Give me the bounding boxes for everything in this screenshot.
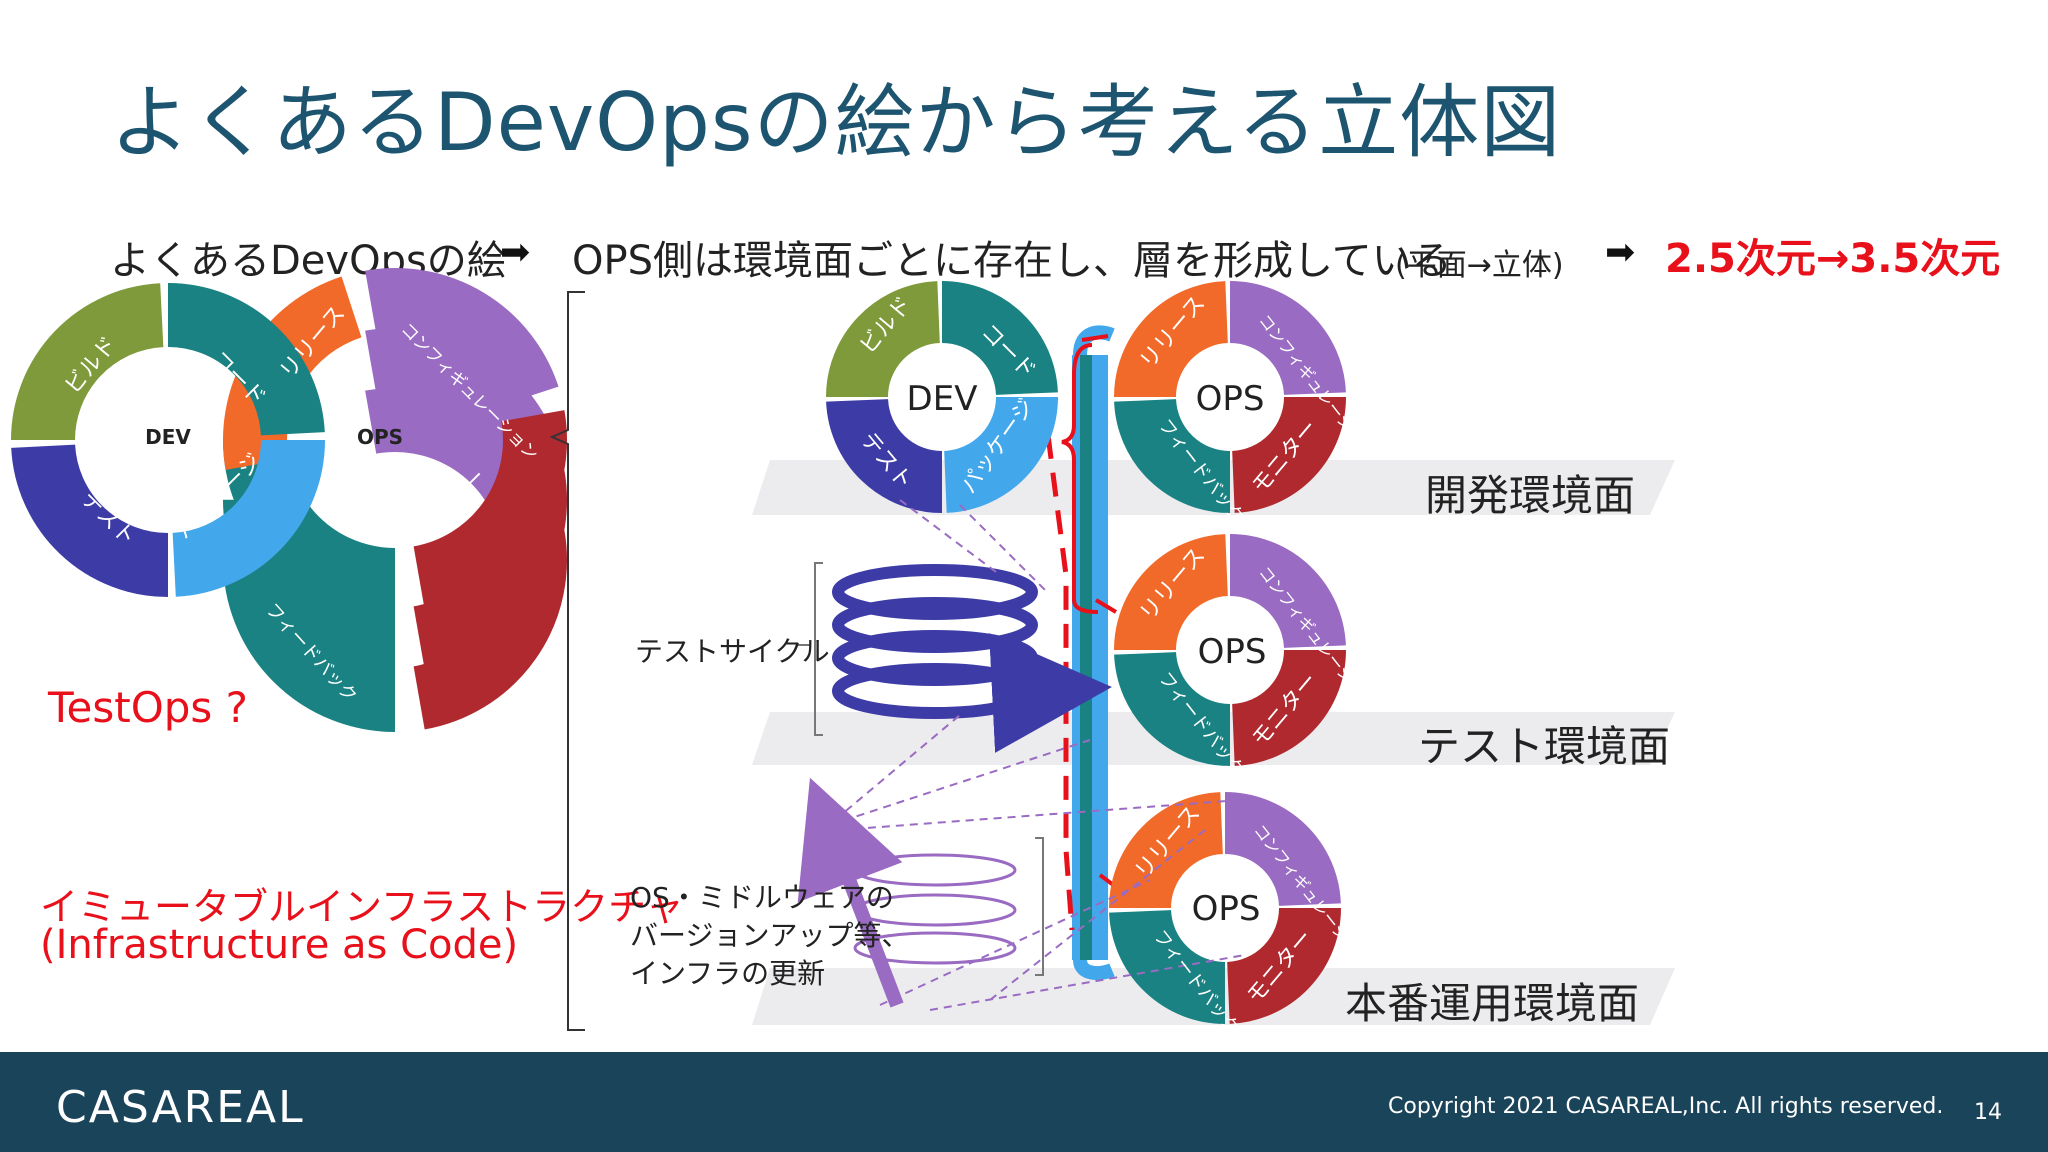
ops-cycle-test [1114,534,1346,766]
dev-center-label: DEV [907,379,978,419]
page-title: よくあるDevOpsの絵から考える立体図 [110,76,1562,169]
immutable-label: イミュータブルインフラストラクチャ [40,885,684,929]
arrow-right-icon: ➡ [500,232,531,273]
subtitle-middle: OPS側は環境面ごとに存在し、層を形成している [572,238,1452,284]
copyright-text: Copyright 2021 CASAREAL,Inc. All rights … [1388,1094,1944,1119]
test-cycle-spiral [832,564,1112,753]
plane-label-dev: 開発環境面 [1425,471,1636,520]
devops-3d-diagram: ビルド コード テスト パッケージ リリース コンフィギュレーション モニター … [11,268,1675,1031]
ops-cycle-dev [1114,281,1346,513]
dev-cycle [826,281,1058,513]
red-brace [1061,343,1099,614]
ops-center-label: OPS [1196,379,1265,419]
ops-cycle-prod [1109,792,1341,1024]
subtitle-paren: (平面→立体) [1395,248,1564,283]
arrow-right-icon: ➡ [1605,232,1636,273]
infra-label-line1: OS・ミドルウェアの [630,881,894,914]
footer-bar [0,1052,2048,1152]
dev-center-label: DEV [145,425,191,449]
iac-label: (Infrastructure as Code) [40,922,519,968]
bracket [549,291,585,1031]
ops-center-label: OPS [1192,889,1261,929]
infra-update-spiral [797,777,1017,1008]
test-cycle-label: テストサイクル [635,635,830,668]
projection-lines [829,499,1246,1011]
plane-label-prod: 本番運用環境面 [1345,979,1640,1028]
ops-center-label: OPS [1198,632,1267,672]
page-number: 14 [1974,1100,2002,1125]
infra-label-line2: バージョンアップ等、 [630,919,910,952]
plane-label-test: テスト環境面 [1418,722,1671,771]
left-dev-ring [11,283,325,597]
ops-center-label: OPS [357,425,403,449]
testops-label: TestOps ? [48,683,248,732]
infra-label-line3: インフラの更新 [630,957,826,990]
company-logo: CASAREAL [56,1082,305,1133]
subtitle-result: 2.5次元→3.5次元 [1665,236,2001,282]
